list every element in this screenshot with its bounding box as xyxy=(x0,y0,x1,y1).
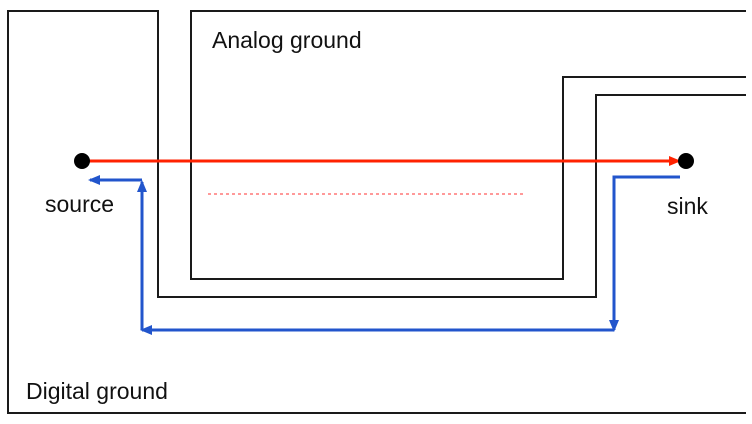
sink-label: sink xyxy=(667,193,708,219)
digital-ground-label: Digital ground xyxy=(26,378,168,404)
sink-node xyxy=(678,153,694,169)
source-node xyxy=(74,153,90,169)
analog-ground-label: Analog ground xyxy=(212,27,362,53)
digital-ground-outline xyxy=(7,10,746,414)
analog-ground-outline xyxy=(190,10,746,280)
return-current-path-right xyxy=(609,175,680,332)
source-label: source xyxy=(45,191,114,217)
